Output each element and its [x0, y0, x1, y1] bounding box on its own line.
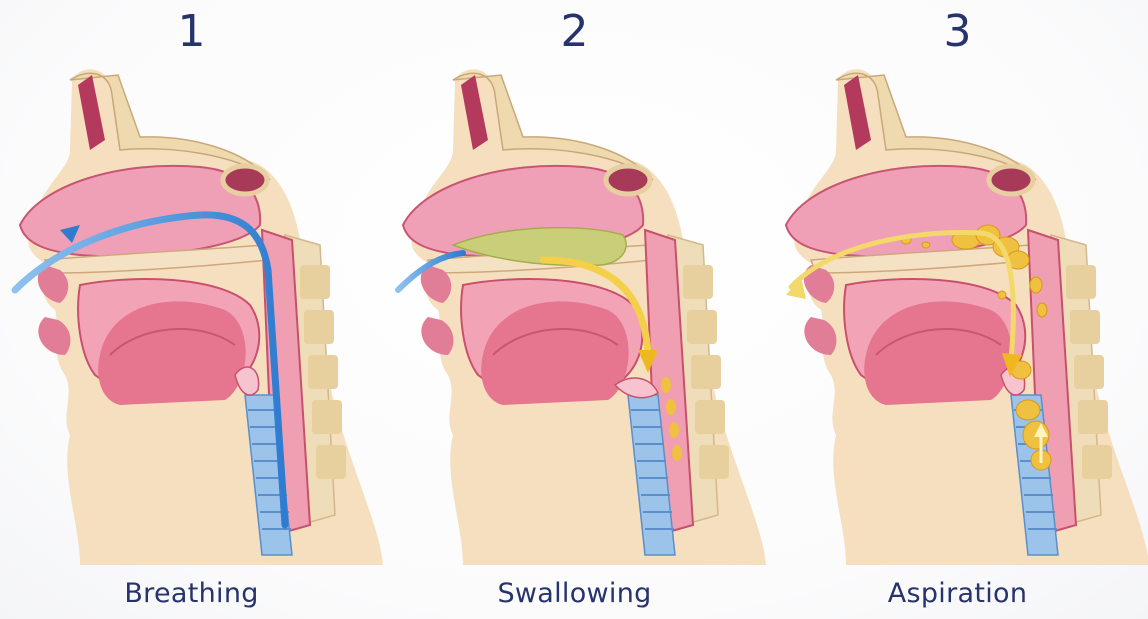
head-cross-section-illustration: [383, 55, 766, 565]
panel-number: 1: [0, 6, 383, 57]
head-cross-section-illustration: [766, 55, 1148, 565]
panel-number: 3: [766, 6, 1148, 57]
panel-caption: Breathing: [0, 578, 383, 609]
head-cross-section-illustration: [0, 55, 383, 565]
panel-swallowing: 2: [383, 0, 766, 619]
panel-caption: Aspiration: [766, 578, 1148, 609]
sphenoid-sinus-shape: [989, 166, 1033, 194]
panel-caption: Swallowing: [383, 578, 766, 609]
sphenoid-sinus-shape: [223, 166, 267, 194]
panel-aspiration: 3: [766, 0, 1148, 619]
panel-number: 2: [383, 6, 766, 57]
sphenoid-sinus-shape: [606, 166, 650, 194]
panel-breathing: 1: [0, 0, 383, 619]
